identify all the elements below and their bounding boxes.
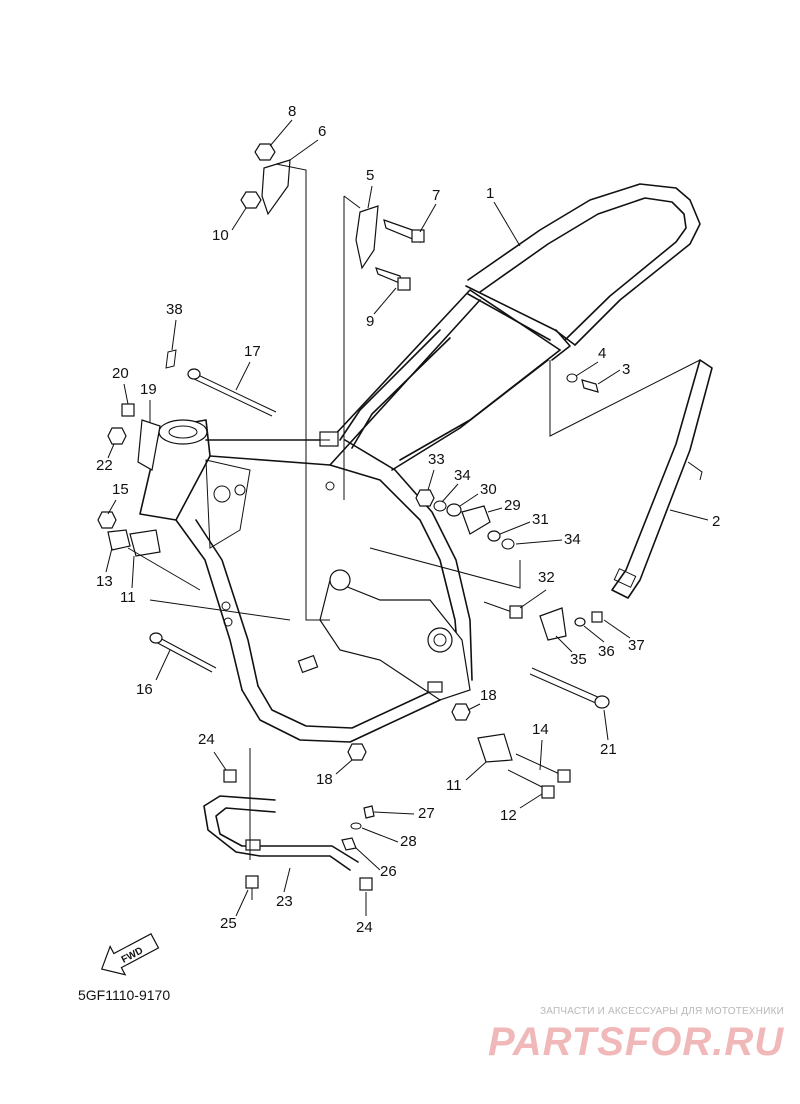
callout-24a: 24 [198, 731, 215, 748]
fasteners [97, 143, 610, 900]
callout-29: 29 [504, 497, 521, 514]
callout-18a: 18 [480, 687, 497, 704]
callout-35: 35 [570, 651, 587, 668]
callout-32: 32 [538, 569, 555, 586]
callout-31: 31 [532, 511, 549, 528]
callout-1: 1 [486, 185, 494, 202]
fwd-arrow: FWD [100, 932, 160, 976]
callout-20: 20 [112, 365, 129, 382]
callout-25: 25 [220, 915, 237, 932]
callouts: 1 2 3 4 5 6 7 8 9 10 11 11 12 13 14 15 1… [96, 103, 720, 936]
callout-7: 7 [432, 187, 440, 204]
callout-18b: 18 [316, 771, 333, 788]
callout-36: 36 [598, 643, 615, 660]
callout-21: 21 [600, 741, 617, 758]
callout-14: 14 [532, 721, 549, 738]
callout-3: 3 [622, 361, 630, 378]
callout-12: 12 [500, 807, 517, 824]
callout-13: 13 [96, 573, 113, 590]
callout-5: 5 [366, 167, 374, 184]
main-frame [139, 183, 701, 743]
callout-30: 30 [480, 481, 497, 498]
callout-22: 22 [96, 457, 113, 474]
callout-16: 16 [136, 681, 153, 698]
callout-26: 26 [380, 863, 397, 880]
callout-6: 6 [318, 123, 326, 140]
watermark-tagline: ЗАПЧАСТИ И АКСЕССУАРЫ ДЛЯ МОТОТЕХНИКИ [539, 1006, 784, 1017]
callout-34b: 34 [564, 531, 581, 548]
callout-34a: 34 [454, 467, 471, 484]
callout-8: 8 [288, 103, 296, 120]
diagram-code: 5GF1110-9170 [78, 987, 170, 1003]
callout-15: 15 [112, 481, 129, 498]
callout-19: 19 [140, 381, 157, 398]
callout-37: 37 [628, 637, 645, 654]
callout-9: 9 [366, 313, 374, 330]
callout-2: 2 [712, 513, 720, 530]
callout-28: 28 [400, 833, 417, 850]
callout-11b: 11 [446, 777, 462, 794]
leader-lines [127, 163, 701, 860]
engine-guard [203, 795, 359, 871]
callout-33: 33 [428, 451, 445, 468]
callout-4: 4 [598, 345, 606, 362]
callout-11a: 11 [120, 589, 136, 606]
callout-24b: 24 [356, 919, 373, 936]
callout-10: 10 [212, 227, 229, 244]
watermark-logo: PARTSFOR.RU [488, 1020, 785, 1064]
callout-17: 17 [244, 343, 261, 360]
callout-27: 27 [418, 805, 435, 822]
callout-23: 23 [276, 893, 293, 910]
callout-38: 38 [166, 301, 183, 318]
frame-stay [611, 359, 713, 599]
